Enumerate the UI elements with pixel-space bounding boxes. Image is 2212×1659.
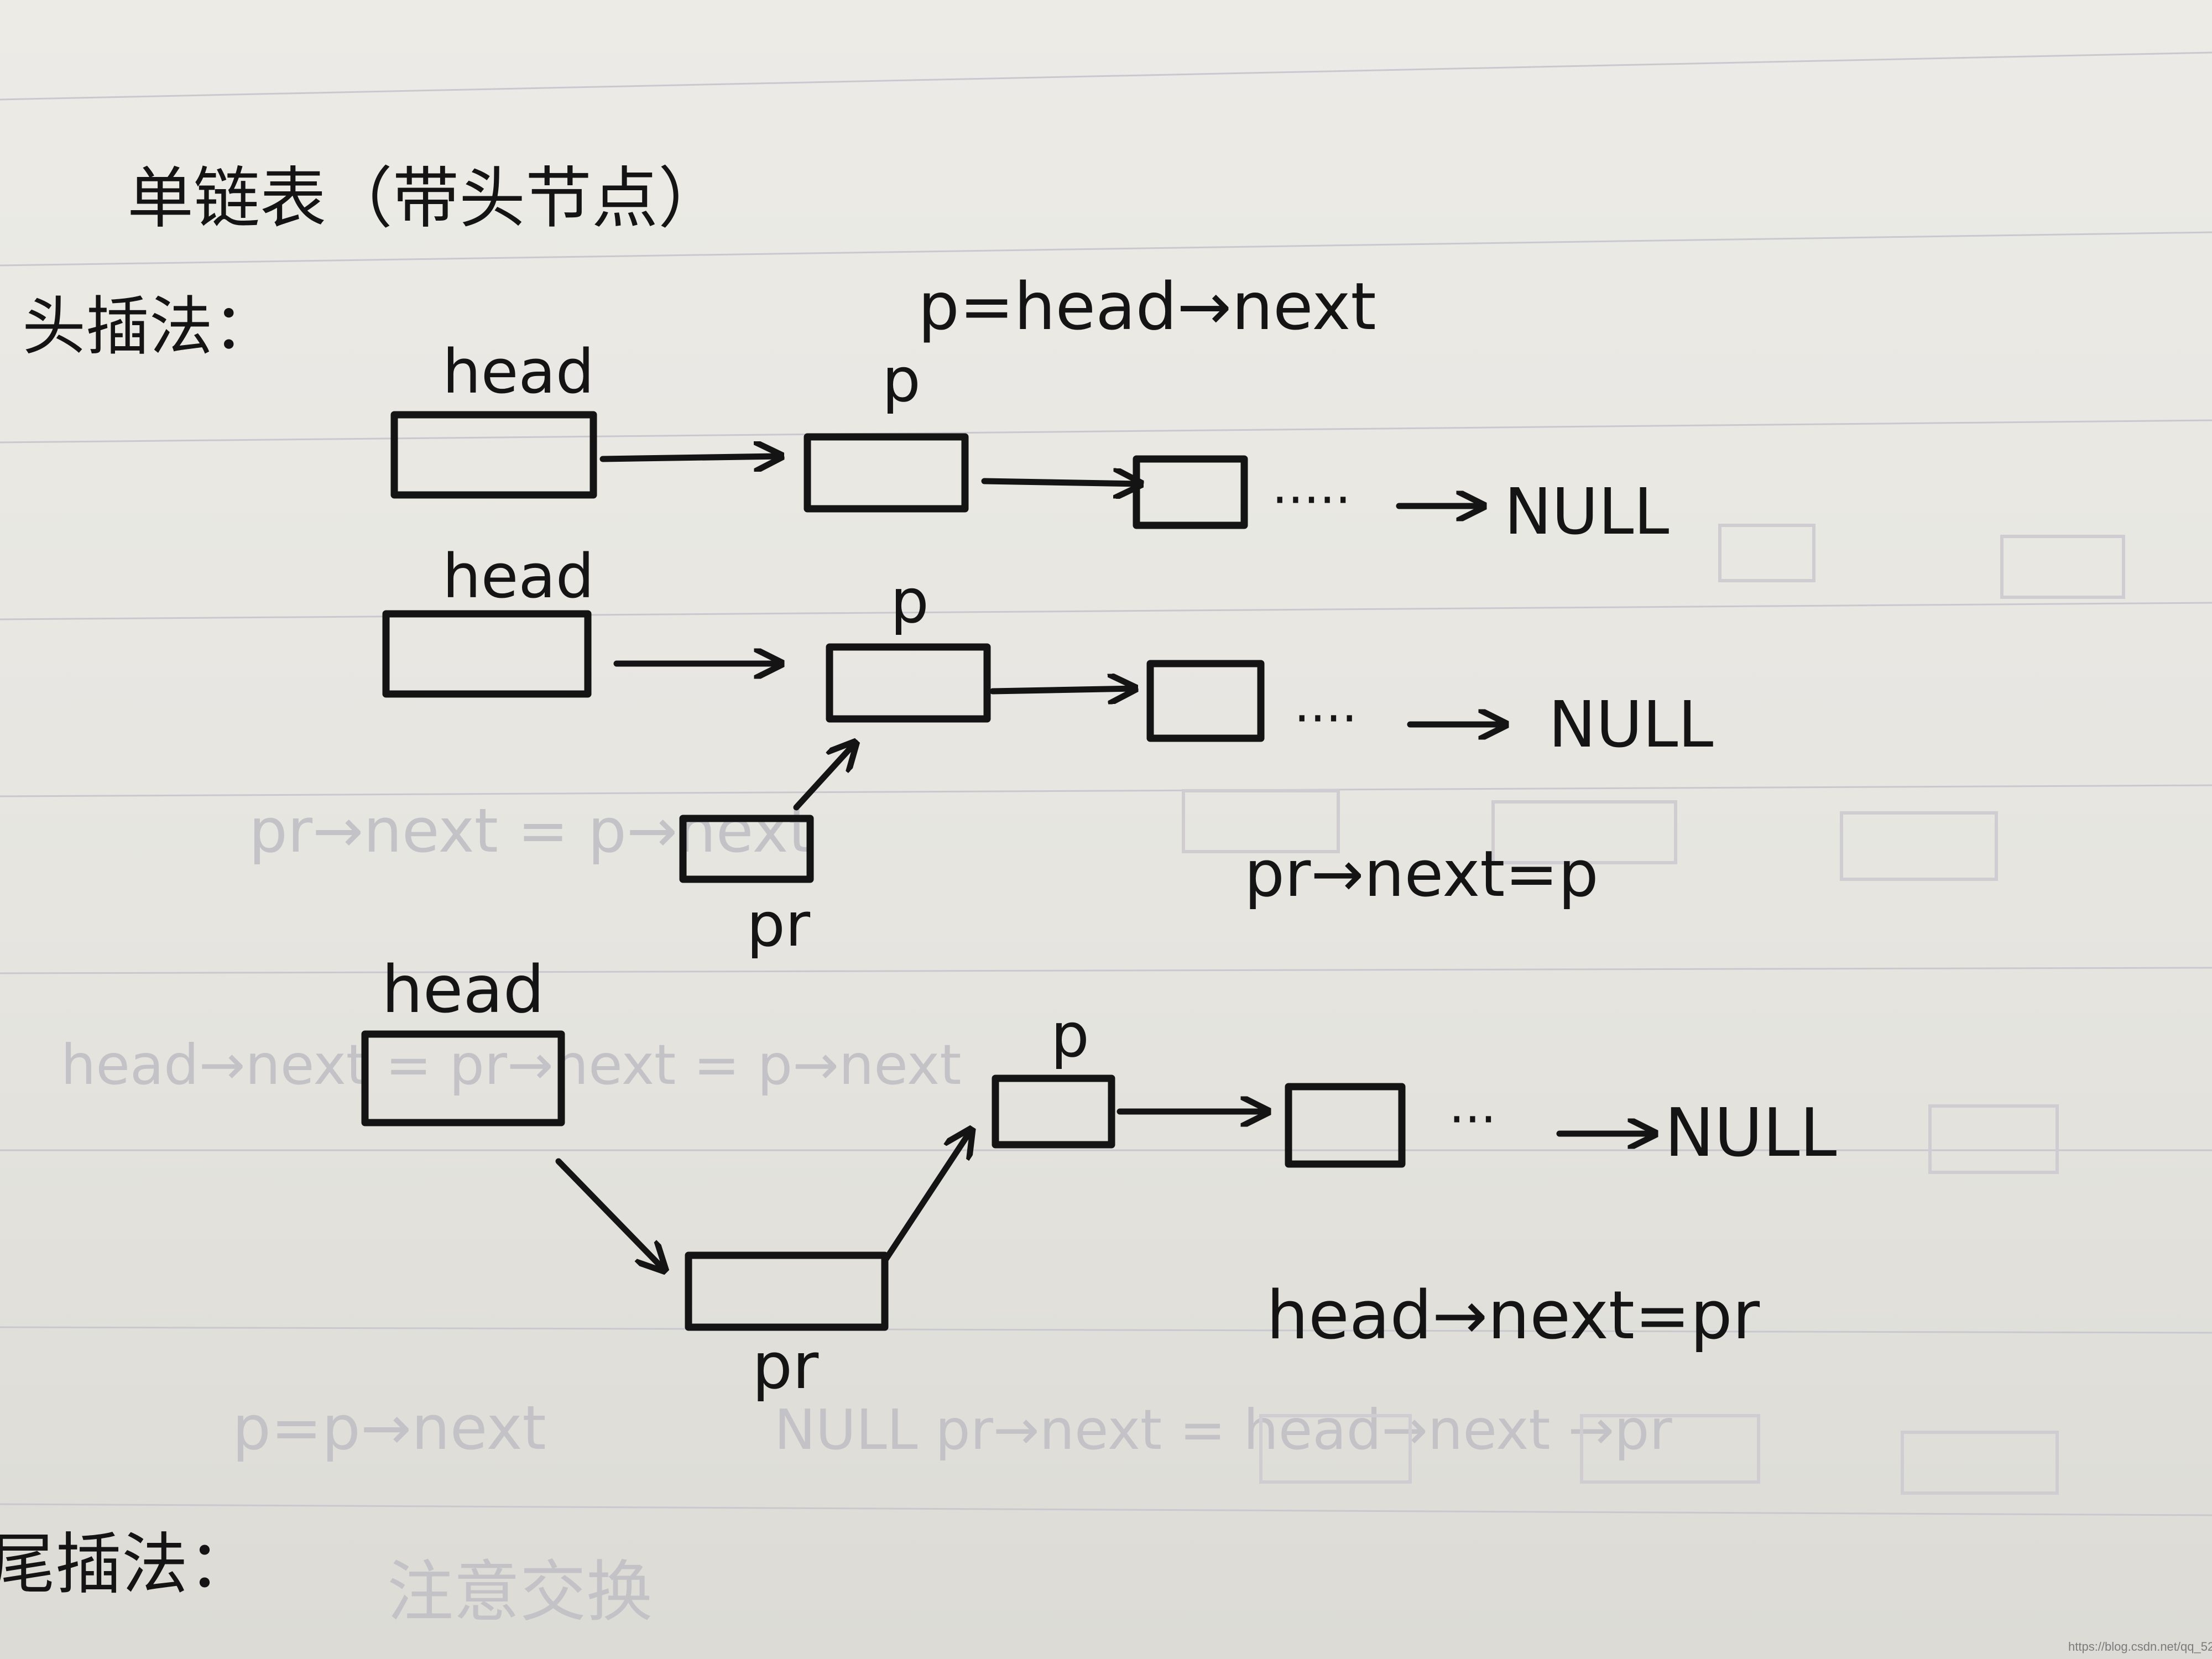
stage2-diagram: head p ···· NULL pr pr→next=p bbox=[382, 541, 1713, 960]
section-head-insert: 头插法： bbox=[22, 290, 276, 364]
bleed-box bbox=[1182, 789, 1340, 853]
stage2-p-label: p bbox=[890, 566, 929, 637]
stage3-head-label: head bbox=[382, 951, 545, 1027]
bleed-box bbox=[1259, 1414, 1412, 1484]
stage2-formula: pr→next=p bbox=[1244, 837, 1599, 911]
watermark-caption: https://blog.csdn.net/qq_52595134 bbox=[2068, 1640, 2212, 1653]
section-tail-insert: 尾插法： bbox=[0, 1526, 254, 1603]
bleed-box bbox=[1840, 811, 1998, 881]
bleed-text-2: head→next = pr→next = p→next bbox=[61, 1032, 961, 1097]
stage2-dots: ···· bbox=[1294, 690, 1357, 748]
bleed-through: pr→next = p→next head→next = pr→next = p… bbox=[61, 524, 2125, 1631]
bleed-text-3: p=p→next bbox=[232, 1392, 546, 1463]
stage1-diagram: p=head→next head p ····· NULL bbox=[390, 268, 1669, 549]
stage1-p-label: p bbox=[882, 345, 921, 415]
stage1-formula: p=head→next bbox=[918, 268, 1376, 345]
bleed-box bbox=[1491, 800, 1677, 864]
stage3-next-node bbox=[1285, 1083, 1406, 1168]
stage1-next-node bbox=[1133, 455, 1248, 529]
stage1-null: NULL bbox=[1504, 475, 1669, 549]
ruled-lines bbox=[0, 51, 2212, 1516]
stage1-arrow-p-to-next bbox=[981, 481, 1139, 484]
bleed-box bbox=[1580, 1414, 1760, 1484]
stage3-arrow-pr-to-p bbox=[881, 1131, 971, 1264]
stage1-dots: ····· bbox=[1272, 471, 1351, 529]
stage1-head-label: head bbox=[442, 336, 594, 407]
stage3-arrow-head-to-pr bbox=[555, 1158, 664, 1269]
stage3-pr-node bbox=[685, 1251, 889, 1331]
bleed-box bbox=[1718, 524, 1815, 582]
stage2-null: NULL bbox=[1548, 688, 1713, 762]
stage2-head-label: head bbox=[442, 541, 594, 612]
bleed-box bbox=[1928, 1104, 2059, 1174]
stage2-pr-label: pr bbox=[747, 889, 811, 960]
stage3-null: NULL bbox=[1665, 1095, 1837, 1172]
stage3-pr-label: pr bbox=[752, 1329, 819, 1404]
bleed-text-4: NULL pr→next = head→next →pr bbox=[774, 1397, 1673, 1462]
stage3-p-label: p bbox=[1051, 1000, 1089, 1071]
stage3-formula: head→next=pr bbox=[1266, 1277, 1760, 1354]
stage3-p-node bbox=[992, 1074, 1115, 1149]
bleed-text-ghost-label: 注意交换 bbox=[387, 1554, 653, 1631]
stage3-diagram: head pr p ··· NULL head→next=pr bbox=[361, 951, 1837, 1404]
stage3-dots: ··· bbox=[1449, 1091, 1496, 1149]
stage2-arrow-p-to-next bbox=[989, 688, 1134, 691]
stage2-head-node bbox=[382, 610, 592, 698]
bleed-text-1: pr→next = p→next bbox=[249, 795, 812, 866]
stage1-head-node bbox=[390, 411, 597, 499]
stage2-arrow-pr-to-p bbox=[793, 744, 854, 811]
bleed-box bbox=[2000, 535, 2125, 599]
stage1-p-node bbox=[804, 433, 969, 513]
stage2-next-node bbox=[1146, 660, 1265, 742]
bleed-box bbox=[1901, 1431, 2059, 1495]
stage2-pr-node bbox=[679, 815, 814, 883]
stage2-p-node bbox=[826, 643, 991, 723]
page-title: 单链表（带头节点） bbox=[127, 160, 724, 237]
stage1-arrow-head-to-p bbox=[599, 456, 780, 459]
stage3-head-node bbox=[361, 1030, 565, 1126]
